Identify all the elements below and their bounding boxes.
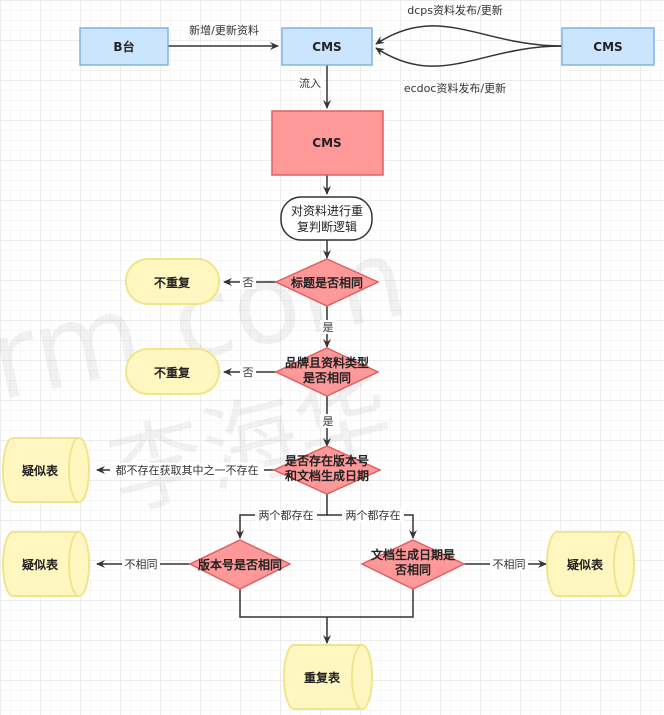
node-b-platform[interactable]: B台	[79, 27, 169, 66]
node-cms-main-label: CMS	[312, 136, 341, 150]
node-dup-table-label: 重复表	[304, 670, 341, 685]
edge-dcps	[375, 25, 563, 47]
node-version-same-label: 版本号是否相同	[198, 557, 282, 572]
node-similar-2-label: 疑似表	[22, 557, 59, 572]
label-both-exist-right: 两个都存在	[346, 508, 401, 522]
node-date-same-line1: 文档生成日期是	[371, 547, 456, 562]
node-not-dup-1-label: 不重复	[154, 275, 191, 290]
node-cms-main[interactable]: CMS	[271, 110, 384, 176]
node-cms-right[interactable]: CMS	[561, 27, 655, 66]
node-b-platform-label: B台	[113, 39, 134, 54]
label-ecdoc: ecdoc资料发布/更新	[404, 81, 506, 95]
node-date-same-line2: 否相同	[394, 562, 431, 577]
node-dedup-logic[interactable]: 对资料进行重 复判断逻辑	[280, 196, 373, 241]
node-similar-3-label: 疑似表	[567, 557, 604, 572]
edge-ecdoc	[375, 45, 563, 67]
node-similar-2[interactable]: 疑似表	[2, 531, 90, 597]
node-version-same[interactable]: 版本号是否相同	[188, 539, 292, 590]
node-cms-right-label: CMS	[593, 40, 622, 54]
node-cms-top[interactable]: CMS	[281, 27, 373, 66]
label-b-to-cms: 新增/更新资料	[189, 23, 259, 37]
node-similar-3[interactable]: 疑似表	[546, 531, 635, 597]
node-similar-1-label: 疑似表	[22, 463, 59, 478]
label-yes-1: 是	[323, 321, 334, 334]
node-similar-1[interactable]: 疑似表	[2, 437, 90, 503]
label-no-2: 否	[243, 366, 254, 379]
node-dedup-logic-line2: 复判断逻辑	[297, 219, 357, 234]
node-date-same[interactable]: 文档生成日期是 否相同	[360, 539, 466, 590]
label-inflow: 流入	[299, 76, 321, 90]
label-not-exist: 都不存在获取其中之一不存在	[116, 463, 259, 477]
node-title-same[interactable]: 标题是否相同	[274, 258, 380, 307]
node-brand-type-line2: 是否相同	[302, 370, 351, 385]
node-version-date-line2: 和文档生成日期	[284, 468, 369, 483]
node-version-date-line1: 是否存在版本号	[284, 453, 369, 468]
node-brand-type-same[interactable]: 品牌且资料类型 是否相同	[274, 347, 380, 397]
label-yes-2: 是	[323, 415, 334, 428]
node-version-date-exist[interactable]: 是否存在版本号 和文档生成日期	[272, 445, 382, 495]
node-cms-top-label: CMS	[312, 40, 341, 54]
node-dedup-logic-line1: 对资料进行重	[291, 204, 363, 218]
node-not-dup-2[interactable]: 不重复	[125, 348, 220, 395]
node-dup-table[interactable]: 重复表	[283, 644, 373, 710]
node-title-same-label: 标题是否相同	[290, 275, 363, 290]
label-diff-right: 不相同	[493, 558, 526, 571]
node-not-dup-1[interactable]: 不重复	[125, 258, 220, 305]
label-no-1: 否	[243, 276, 254, 289]
edge-same-merge	[239, 589, 414, 618]
label-both-exist-left: 两个都存在	[259, 508, 314, 522]
label-dcps: dcps资料发布/更新	[407, 3, 502, 17]
node-not-dup-2-label: 不重复	[154, 365, 191, 380]
label-diff-left: 不相同	[125, 558, 158, 571]
node-brand-type-line1: 品牌且资料类型	[285, 355, 369, 370]
